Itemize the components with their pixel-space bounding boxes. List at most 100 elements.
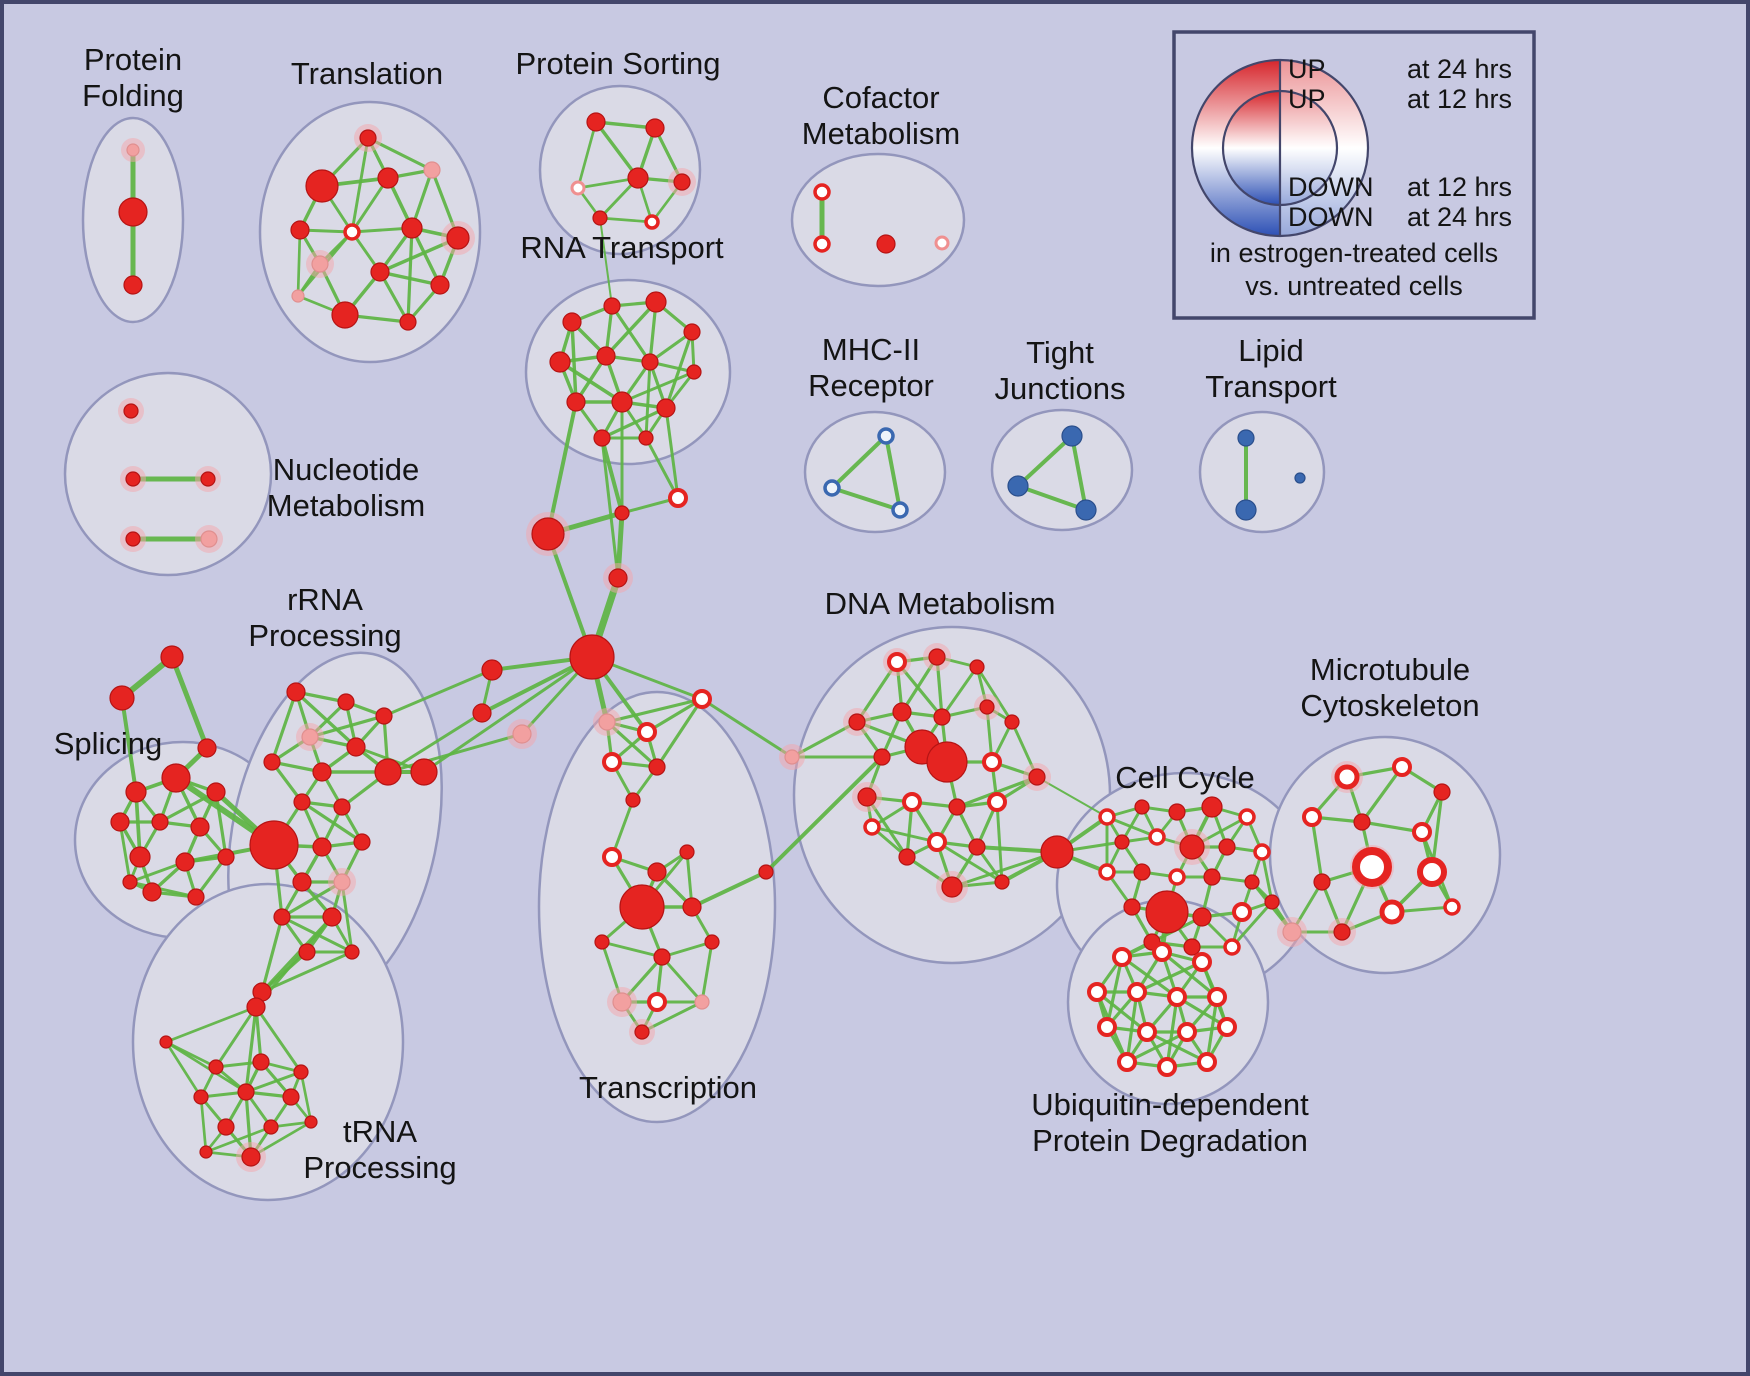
node-backbone-6 [472,703,492,723]
edge-trna-processing [204,1125,273,1154]
node-transcription-13 [704,934,720,950]
node-transcription-15 [647,992,667,1012]
edge-splicing-triangle [169,654,210,751]
legend-row-time-3: at 24 hrs [1407,202,1512,232]
node-backbone-1 [608,568,628,588]
edge-link [664,406,680,500]
edge-transcription [660,955,704,1004]
node-splicing-11 [122,874,138,890]
node-splicing-10 [187,888,205,906]
edge-dna-metabolism [995,800,1004,884]
node-lipid-transport-1 [1235,499,1257,521]
node-splicing-8 [217,848,235,866]
node-rna-transport-2 [645,291,667,313]
node-transcription-4 [648,758,666,776]
edge-mhc-ii-receptor [830,434,888,490]
node-backbone-10 [1040,835,1074,869]
node-translation-8 [311,255,329,273]
node-dna-metabolism-0 [887,652,907,672]
node-backbone-4 [668,488,688,508]
edge-translation [296,228,302,298]
node-translation-1 [305,169,339,203]
node-cell-cycle-13 [1203,868,1221,886]
node-nucleotide-metabolism-0 [123,403,139,419]
node-cell-cycle-10 [1098,863,1116,881]
node-trna-processing-11 [241,1147,261,1167]
node-dna-metabolism-7 [1004,714,1020,730]
node-rrna-processing-9 [333,798,351,816]
edge-tight-junctions [1070,434,1088,512]
edge-mhc-ii-receptor [884,434,902,512]
edge-dna-metabolism [870,825,939,844]
node-ubiquitin-0 [1112,947,1132,967]
node-protein-sorting-3 [627,167,649,189]
edge-ubiquitin [1135,960,1204,994]
node-rna-transport-9 [611,391,633,413]
edge-rna-transport [570,320,578,404]
node-cell-cycle-22 [1223,938,1241,956]
node-microtubule-cytoskeleton-11 [1333,923,1351,941]
node-microtubule-cytoskeleton-10 [1443,898,1461,916]
edge-link [599,217,613,307]
node-transcription-5 [625,792,641,808]
edge-link [690,870,768,909]
edge-trna-processing [199,1095,208,1154]
node-translation-9 [370,262,390,282]
node-splicing-3 [110,812,130,832]
node-dna-metabolism-17 [863,818,881,836]
edge-splicing [118,820,132,884]
node-translation-12 [399,313,417,331]
node-translation-10 [430,275,450,295]
node-ubiquitin-9 [1177,1022,1197,1042]
node-transcription-11 [594,934,610,950]
node-protein-folding-0 [126,143,140,157]
legend-row-time-1: at 12 hrs [1407,84,1512,114]
node-splicing-7 [175,852,195,872]
node-backbone-7 [512,724,532,744]
node-cell-cycle-14 [1244,874,1260,890]
legend-footer-0: in estrogen-treated cells [1210,238,1498,268]
node-rrna-processing-4 [346,737,366,757]
node-tight-junctions-1 [1007,475,1029,497]
node-lipid-transport-2 [1294,472,1306,484]
node-cofactor-metabolism-3 [934,235,950,251]
edge-transcription [610,798,635,859]
node-trna-processing-3 [252,1053,270,1071]
legend-row-level-0: UP [1288,54,1326,84]
node-dna-metabolism-8 [873,748,891,766]
node-translation-7 [446,226,470,250]
node-splicing-2 [206,782,226,802]
edge-transcription [600,940,664,959]
node-dna-metabolism-13 [857,787,877,807]
node-protein-folding-1 [118,197,148,227]
node-splicing-triangle-1 [109,685,135,711]
node-rrna-processing-12 [353,833,371,851]
edge-link [950,850,1059,889]
node-dna-metabolism-11 [982,752,1002,772]
node-splicing-triangle-2 [197,738,217,758]
node-splicing-triangle-0 [160,645,184,669]
node-rna-transport-8 [566,392,586,412]
node-dna-metabolism-21 [941,876,963,898]
node-transcription-9 [619,884,665,930]
node-protein-sorting-5 [592,210,608,226]
edge-transcription [645,697,704,734]
edge-tight-junctions [1016,434,1074,488]
node-nucleotide-metabolism-2 [200,471,216,487]
node-cofactor-metabolism-1 [813,235,831,253]
edge-trna-processing [299,1070,313,1124]
legend-row-level-2: DOWN [1288,172,1373,202]
node-trna-processing-7 [282,1088,300,1106]
node-backbone-2 [531,517,565,551]
edge-transcription [655,697,704,769]
node-dna-metabolism-22 [994,874,1010,890]
edge-microtubule-cytoskeleton [1310,815,1324,884]
node-protein-sorting-4 [673,173,691,191]
node-translation-0 [359,129,377,147]
node-rna-transport-5 [596,346,616,366]
node-ubiquitin-13 [1197,1052,1217,1072]
